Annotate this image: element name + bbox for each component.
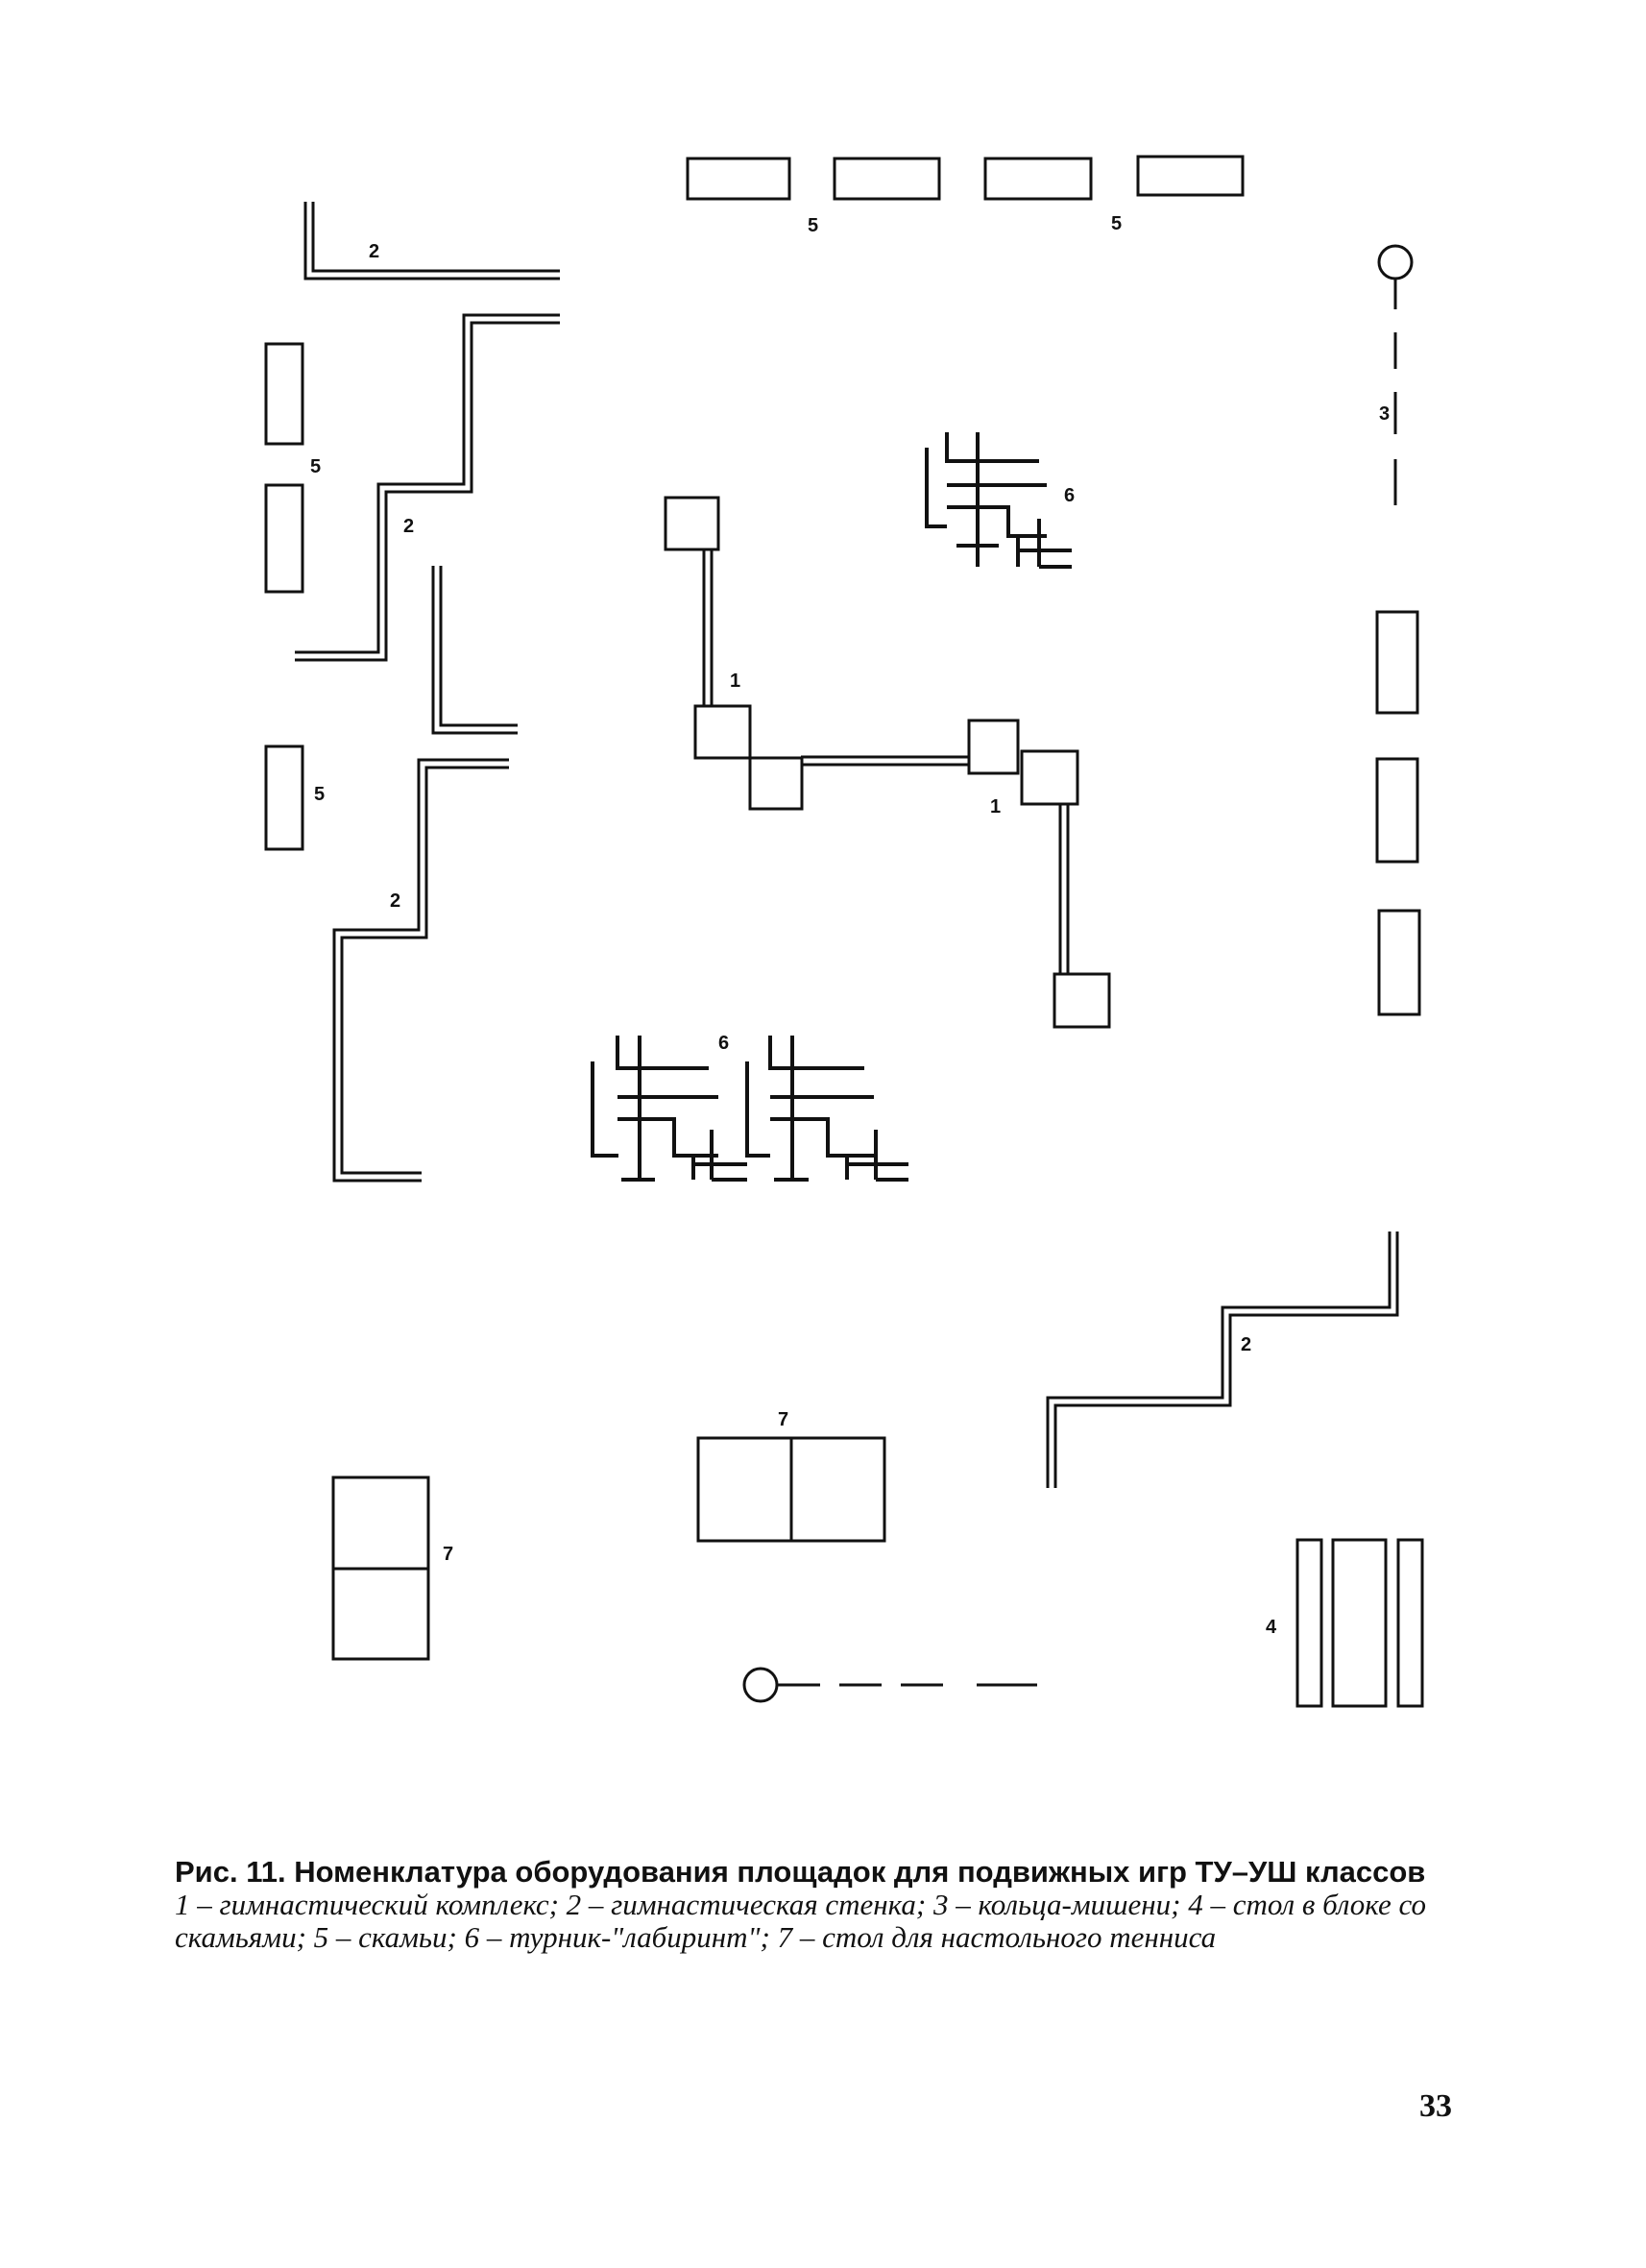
figure-caption: Рис. 11. Номенклатура оборудования площа… <box>175 1856 1471 1954</box>
gymnastic-wall <box>303 202 560 280</box>
label-maze-bar: 6 <box>718 1033 729 1054</box>
label-tennis-table: 7 <box>443 1544 453 1565</box>
bench <box>264 744 304 851</box>
label-ring-target: 3 <box>1379 403 1390 425</box>
gymnastic-complex <box>664 496 1111 1029</box>
label-complex: 1 <box>730 671 740 692</box>
label-tennis-table: 7 <box>778 1409 788 1430</box>
label-bench: 5 <box>310 456 321 477</box>
label-wall: 2 <box>369 241 379 262</box>
bench-group-top <box>686 155 1245 201</box>
page-number: 33 <box>1419 2088 1452 2124</box>
label-wall: 2 <box>403 516 414 537</box>
bench <box>1136 155 1245 197</box>
label-maze-bar: 6 <box>1064 485 1075 506</box>
tennis-table <box>331 1475 430 1661</box>
label-bench: 5 <box>808 215 818 236</box>
label-wall: 2 <box>390 890 400 912</box>
bench-group-left <box>264 342 304 851</box>
bench <box>264 342 304 446</box>
gymnastic-wall <box>295 313 560 662</box>
maze-bar <box>591 1036 747 1182</box>
bench <box>1375 757 1419 864</box>
gymnastic-wall <box>332 758 509 1183</box>
bench <box>264 483 304 594</box>
bench <box>1377 909 1421 1016</box>
ring-target-horizontal <box>742 1667 1037 1703</box>
bench <box>686 157 791 201</box>
table-block-with-benches <box>1295 1538 1424 1708</box>
label-bench: 5 <box>1111 213 1122 234</box>
bench <box>983 157 1093 201</box>
maze-bar <box>925 432 1072 569</box>
label-table-block: 4 <box>1266 1617 1277 1638</box>
gymnastic-wall <box>1046 1232 1399 1488</box>
caption-legend: 1 – гимнастический комплекс; 2 – гимнаст… <box>175 1888 1427 1954</box>
label-bench: 5 <box>314 784 325 805</box>
gymnastic-wall <box>431 566 518 735</box>
ring-target-vertical <box>1377 244 1414 505</box>
caption-title: Рис. 11. Номенклатура оборудования площа… <box>175 1855 1426 1889</box>
label-complex: 1 <box>990 796 1001 817</box>
maze-bar <box>745 1036 908 1182</box>
bench-group-right <box>1375 610 1421 1016</box>
tennis-table <box>696 1436 886 1543</box>
bench <box>1375 610 1419 715</box>
bench <box>833 157 941 201</box>
label-wall: 2 <box>1241 1334 1251 1355</box>
